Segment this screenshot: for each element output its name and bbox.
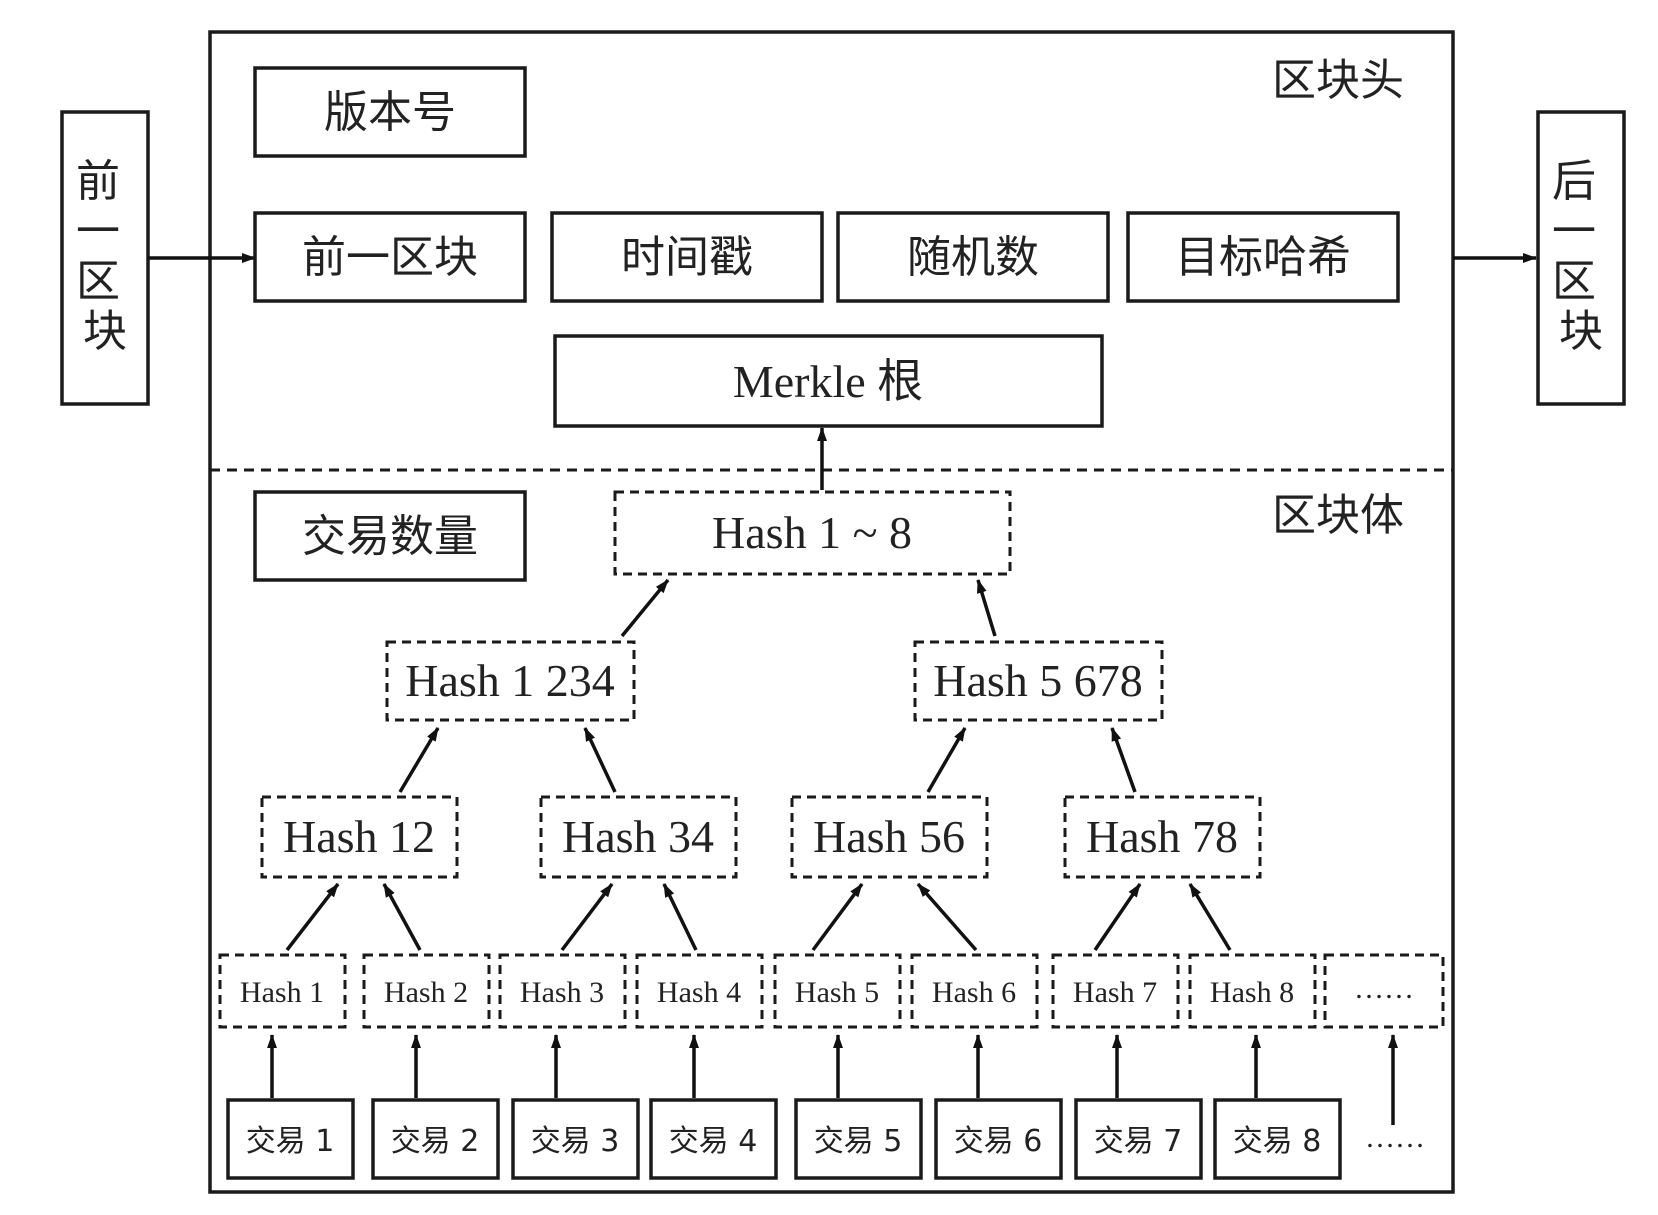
merkle-node-l1-0: Hash 12	[260, 795, 459, 879]
transaction-3: 交易 3	[511, 1098, 640, 1180]
edge-h34-to-l2a	[583, 727, 617, 793]
leaf-hash-8: Hash 8	[1188, 953, 1317, 1029]
svg-text:交易 4: 交易 4	[669, 1124, 758, 1159]
merkle-node-l1-2: Hash 56	[790, 795, 989, 879]
svg-text:Hash 56: Hash 56	[813, 811, 965, 862]
version-field: 版本号	[253, 66, 527, 158]
svg-text:目标哈希: 目标哈希	[1175, 232, 1351, 283]
svg-text:交易 2: 交易 2	[391, 1124, 480, 1159]
svg-text:Merkle 根: Merkle 根	[733, 356, 923, 407]
leaf-hash-3: Hash 3	[498, 953, 627, 1029]
svg-text:Hash 1 234: Hash 1 234	[405, 655, 615, 706]
nonce-field: 随机数	[836, 211, 1110, 303]
leaf-hash-2: Hash 2	[362, 953, 491, 1029]
transaction-8: 交易 8	[1213, 1098, 1342, 1180]
svg-text:时间戳: 时间戳	[621, 232, 753, 283]
block-frame	[208, 30, 1455, 1194]
edge-h12-to-l2a	[398, 727, 440, 793]
svg-text:Hash 78: Hash 78	[1086, 811, 1238, 862]
svg-text:交易 5: 交易 5	[814, 1124, 903, 1159]
svg-text:交易 3: 交易 3	[531, 1124, 620, 1159]
leaf-hash-more: ……	[1323, 953, 1445, 1029]
block-body-label: 区块体	[1272, 490, 1404, 541]
edge-h8-to-h78	[1188, 883, 1232, 951]
svg-text:交易 7: 交易 7	[1094, 1124, 1183, 1159]
transaction-2: 交易 2	[371, 1098, 500, 1180]
svg-text:Hash 1 ~ 8: Hash 1 ~ 8	[712, 507, 912, 558]
previous-block: 前 一 区 块	[60, 110, 150, 406]
block-header-label: 区块头	[1272, 55, 1404, 106]
edge-l2a-to-root	[620, 578, 670, 638]
timestamp-field: 时间戳	[550, 211, 824, 303]
merkle-node-root: Hash 1 ~ 8	[613, 490, 1012, 576]
merkle-root-field: Merkle 根	[553, 334, 1104, 428]
svg-text:交易 1: 交易 1	[246, 1124, 335, 1159]
edge-l2b-to-root	[976, 579, 997, 637]
target-hash-field: 目标哈希	[1126, 211, 1400, 303]
edge-h4-to-h34	[662, 883, 698, 951]
svg-text:随机数: 随机数	[907, 232, 1039, 283]
transaction-more: ……	[1365, 1121, 1425, 1154]
svg-text:版本号: 版本号	[324, 87, 456, 138]
previous-block-label: 前 一 区 块	[76, 156, 134, 357]
svg-text:交易 6: 交易 6	[954, 1124, 1043, 1159]
merkle-node-l2-0: Hash 1 234	[385, 640, 636, 722]
svg-text:Hash 5: Hash 5	[795, 976, 879, 1009]
transaction-5: 交易 5	[794, 1098, 923, 1180]
edge-h1-to-h12	[285, 882, 340, 952]
svg-text:Hash 12: Hash 12	[283, 811, 435, 862]
merkle-node-l2-1: Hash 5 678	[913, 640, 1164, 722]
svg-text:Hash 3: Hash 3	[520, 976, 604, 1009]
svg-text:交易数量: 交易数量	[302, 511, 478, 562]
edge-h5-to-h56	[811, 882, 864, 952]
transaction-1: 交易 1	[226, 1098, 355, 1180]
svg-text:Hash 7: Hash 7	[1073, 976, 1157, 1009]
svg-text:Hash 8: Hash 8	[1210, 976, 1294, 1009]
svg-text:Hash 4: Hash 4	[657, 976, 741, 1009]
transaction-6: 交易 6	[934, 1098, 1063, 1180]
svg-text:Hash 2: Hash 2	[384, 976, 468, 1009]
leaf-hash-6: Hash 6	[910, 953, 1039, 1029]
svg-text:Hash 5 678: Hash 5 678	[933, 655, 1143, 706]
leaf-hash-4: Hash 4	[635, 953, 764, 1029]
leaf-hash-row: Hash 1 Hash 2 Hash 3 Hash 4 Hash 5 Hash …	[218, 953, 1445, 1029]
edge-h56-to-l2b	[926, 727, 967, 793]
svg-text:Hash 34: Hash 34	[562, 811, 714, 862]
transaction-7: 交易 7	[1074, 1098, 1203, 1180]
merkle-node-l1-1: Hash 34	[539, 795, 738, 879]
next-block-label: 后 一 区 块	[1552, 156, 1610, 357]
transaction-4: 交易 4	[649, 1098, 778, 1180]
leaf-hash-7: Hash 7	[1051, 953, 1180, 1029]
svg-text:交易 8: 交易 8	[1233, 1124, 1322, 1159]
edge-h2-to-h12	[382, 883, 422, 951]
edge-h7-to-h78	[1093, 883, 1142, 951]
svg-text:Hash 1: Hash 1	[240, 976, 324, 1009]
edge-h78-to-l2b	[1110, 727, 1137, 793]
prev-hash-field: 前一区块	[253, 211, 527, 303]
edge-h6-to-h56	[916, 882, 978, 952]
transaction-row: 交易 1 交易 2 交易 3 交易 4 交易 5 交易 6 交易 7 交易 8 …	[226, 1098, 1425, 1180]
svg-text:……: ……	[1354, 972, 1414, 1005]
leaf-hash-1: Hash 1	[218, 953, 347, 1029]
leaf-hash-5: Hash 5	[773, 953, 902, 1029]
next-block: 后 一 区 块	[1536, 110, 1626, 406]
tree-edges	[267, 427, 1398, 1125]
tx-count-field: 交易数量	[253, 490, 527, 582]
edge-h3-to-h34	[560, 882, 614, 952]
merkle-node-l1-3: Hash 78	[1063, 795, 1262, 879]
svg-text:Hash 6: Hash 6	[932, 976, 1016, 1009]
svg-text:前一区块: 前一区块	[302, 232, 478, 283]
